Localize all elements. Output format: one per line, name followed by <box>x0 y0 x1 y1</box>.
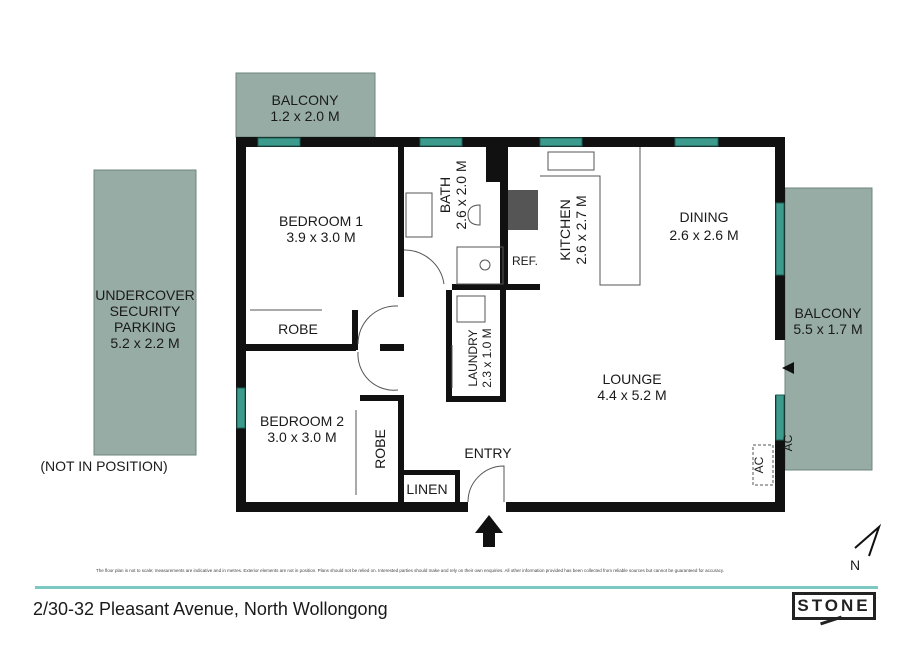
balcony-right-area <box>784 187 873 471</box>
dining-size: 2.6 x 2.6 M <box>669 227 738 243</box>
bedroom1-size: 3.9 x 3.0 M <box>286 229 355 245</box>
ref-label: REF. <box>512 254 538 268</box>
north-label: N <box>850 557 860 573</box>
balcony-right-name: BALCONY <box>795 305 863 321</box>
entry-arrow-icon <box>475 515 503 547</box>
robe2-name: ROBE <box>372 429 388 469</box>
parking-area <box>93 169 197 456</box>
laundry-name: LAUNDRY <box>466 329 480 386</box>
balcony-top-area <box>235 72 376 138</box>
balcony-top-size: 1.2 x 2.0 M <box>270 108 339 124</box>
stone-logo: STONE <box>792 592 876 620</box>
bath-name: BATH <box>437 177 453 213</box>
parking-line1: UNDERCOVER <box>95 287 195 303</box>
ac-label-2: AC <box>781 434 795 451</box>
divider <box>35 586 878 589</box>
lounge-size: 4.4 x 5.2 M <box>597 387 666 403</box>
parking-line2: SECURITY <box>110 303 181 319</box>
windows <box>236 137 785 441</box>
balcony-right-size: 5.5 x 1.7 M <box>793 321 862 337</box>
kitchen-size: 2.6 x 2.7 M <box>573 195 589 264</box>
laundry-size: 2.3 x 1.0 M <box>480 328 494 387</box>
entry-name: ENTRY <box>464 445 512 461</box>
parking-size: 5.2 x 2.2 M <box>110 335 179 351</box>
robe1-name: ROBE <box>278 321 318 337</box>
bath-size: 2.6 x 2.0 M <box>453 160 469 229</box>
dining-name: DINING <box>680 209 729 225</box>
bedroom2-name: BEDROOM 2 <box>260 413 344 429</box>
kitchen-name: KITCHEN <box>557 199 573 260</box>
lounge-name: LOUNGE <box>602 371 661 387</box>
fixtures <box>250 147 774 503</box>
disclaimer: The floor plan is not to scale; measurem… <box>96 568 725 573</box>
north-arrow-icon <box>854 523 882 557</box>
balcony-top-name: BALCONY <box>272 92 340 108</box>
parking-note: (NOT IN POSITION) <box>40 458 167 474</box>
balcony-door-arrow-icon <box>782 362 794 374</box>
linen-name: LINEN <box>406 481 447 497</box>
parking-line3: PARKING <box>114 319 176 335</box>
bedroom2-size: 3.0 x 3.0 M <box>267 429 336 445</box>
bedroom1-name: BEDROOM 1 <box>279 213 363 229</box>
ac-label-1: AC <box>752 456 766 473</box>
property-address: 2/30-32 Pleasant Avenue, North Wollongon… <box>33 599 388 619</box>
